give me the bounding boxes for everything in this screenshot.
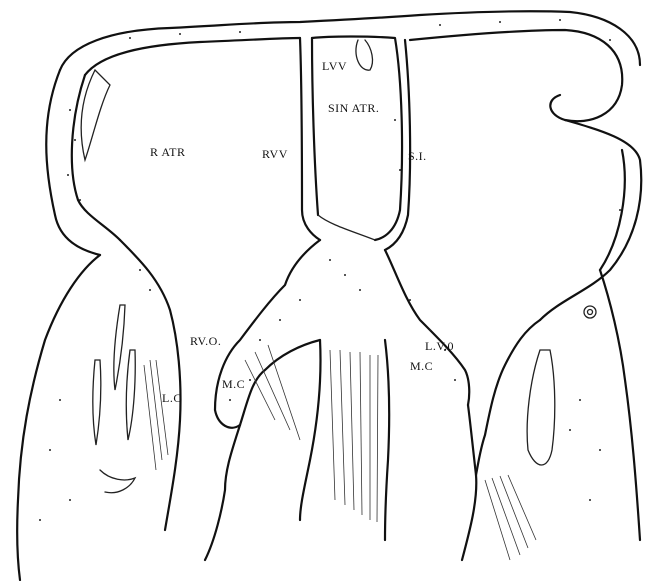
label-sin-atr: SIN ATR.	[328, 101, 379, 115]
label-mc-right: M.C	[410, 359, 433, 373]
interatrial-septum	[300, 37, 410, 251]
label-lvv: LVV	[322, 59, 347, 73]
central-septum-mass	[205, 240, 469, 560]
left-ventricle-wall	[17, 240, 180, 580]
stippling	[39, 19, 621, 521]
label-rvo: RV.O.	[190, 334, 221, 348]
label-lc: L.C	[162, 391, 182, 405]
label-mc-left: M.C	[222, 377, 245, 391]
outer-atrial-wall	[46, 11, 640, 255]
label-lvo: L.V.0	[425, 339, 454, 353]
right-ventricle-wall	[462, 270, 640, 560]
label-si: S.I.	[408, 149, 427, 163]
label-r-atr: R ATR	[150, 145, 186, 159]
right-upper-wall	[410, 30, 641, 320]
label-rvv: RVV	[262, 147, 288, 161]
